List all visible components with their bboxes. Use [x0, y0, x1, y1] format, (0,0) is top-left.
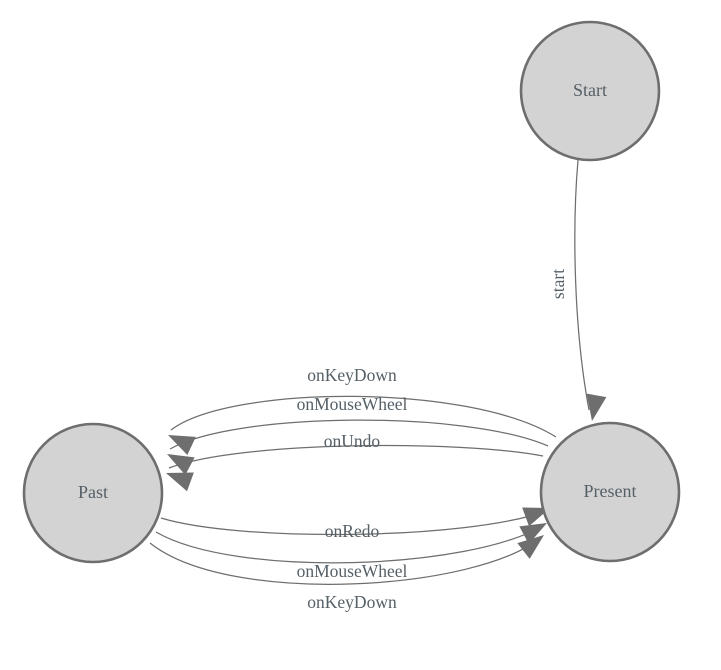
- node-circle-past[interactable]: [22, 422, 164, 564]
- arrowhead-ah-past-3: [166, 472, 194, 492]
- edge-label-e-present-past-onkeydown: onKeyDown: [307, 365, 397, 385]
- edge-label-e-present-past-onmousewheel: onMouseWheel: [297, 394, 408, 414]
- edge-label-e-past-present-onkeydown: onKeyDown: [307, 592, 397, 612]
- arrowhead-ah-present-3: [517, 535, 544, 559]
- edge-e-present-past-onkeydown: [170, 395, 557, 438]
- arrowheads-layer: [166, 393, 607, 559]
- arrowhead-ah-past-1: [168, 435, 196, 456]
- edges-layer: [149, 159, 590, 585]
- node-label-present: Present: [584, 481, 637, 501]
- node-start[interactable]: Start: [519, 20, 661, 162]
- edge-label-e-past-present-onmousewheel: onMouseWheel: [297, 561, 408, 581]
- node-label-past: Past: [78, 482, 108, 502]
- edge-e-past-present-onkeydown: [149, 536, 542, 585]
- edge-label-e-present-past-onundo: onUndo: [324, 431, 381, 451]
- edge-e-past-present-onmousewheel: [155, 524, 545, 564]
- node-label-start: Start: [573, 80, 607, 100]
- arrowhead-ah-present-2: [519, 523, 547, 545]
- edge-label-e-past-present-onredo: onRedo: [325, 521, 380, 541]
- edge-labels-layer: start onKeyDown onMouseWheel onUndo onRedo on…: [297, 269, 568, 612]
- node-circle-start[interactable]: [519, 20, 661, 162]
- edge-e-past-present-onredo: [160, 510, 548, 536]
- edge-label-e-start: start: [548, 269, 568, 299]
- node-present[interactable]: Present: [539, 421, 681, 563]
- edge-e-present-past-onundo: [168, 444, 544, 469]
- arrowhead-ah-past-2: [167, 454, 195, 476]
- node-circle-present[interactable]: [539, 421, 681, 563]
- edge-e-start: [574, 159, 590, 411]
- edge-e-present-past-onmousewheel: [169, 419, 549, 450]
- node-past[interactable]: Past: [22, 422, 164, 564]
- arrowhead-ah-start-present: [586, 393, 607, 421]
